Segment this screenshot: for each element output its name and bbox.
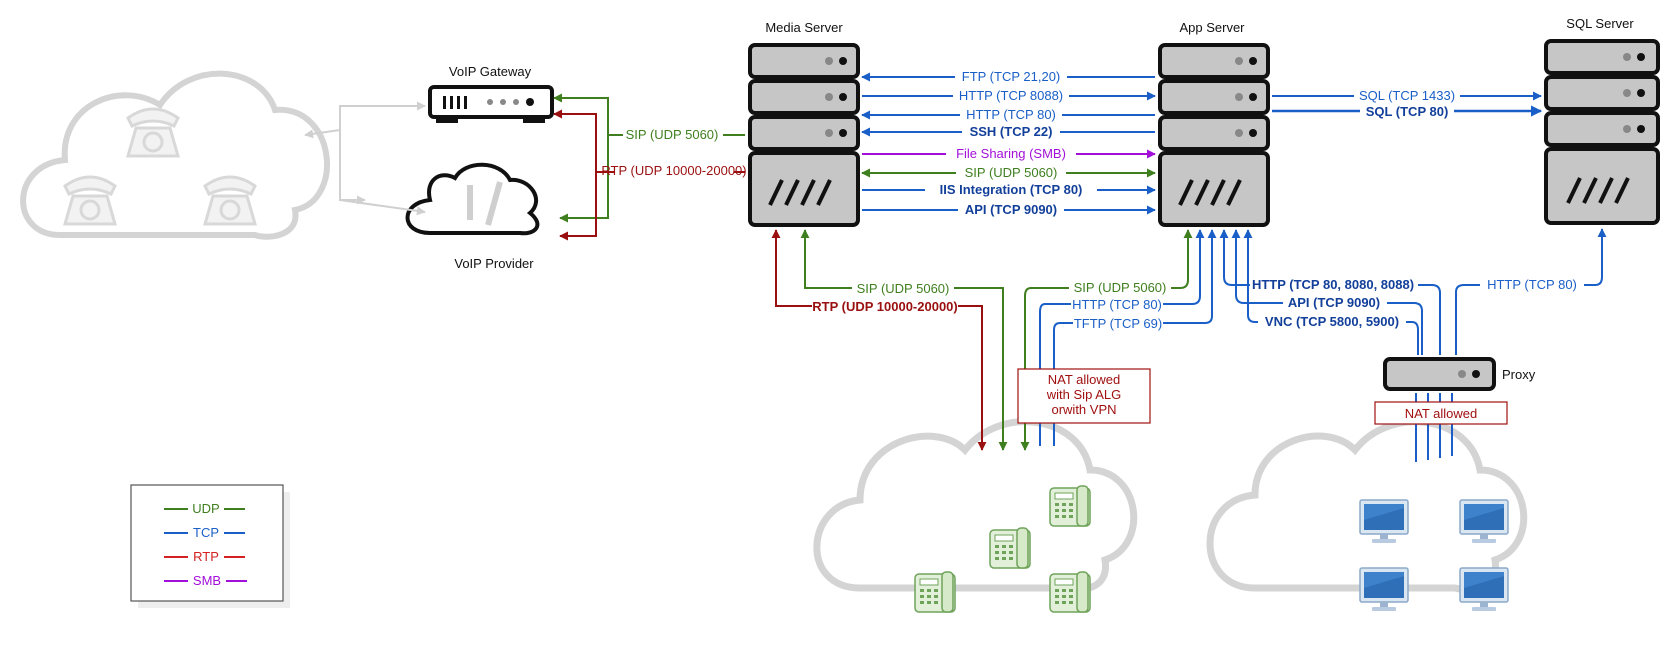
sql1433-label: SQL (TCP 1433) — [1359, 88, 1455, 103]
ms-rtp-link — [771, 229, 987, 451]
nat-sip-line-3: orwith VPN — [1051, 402, 1116, 417]
ip-phone-icon — [1049, 485, 1091, 527]
legend-udp: UDP — [192, 501, 219, 516]
pstn-connector — [339, 199, 426, 216]
ftp-label: FTP (TCP 21,20) — [962, 69, 1061, 84]
nat-proxy-note: NAT allowed — [1374, 401, 1508, 425]
ip-phone-icon — [989, 527, 1031, 569]
sql-http-label: HTTP (TCP 80) — [1487, 277, 1577, 292]
legend-tcp: TCP — [193, 525, 219, 540]
voip-gateway-title: VoIP Gateway — [449, 64, 532, 79]
api-label: API (TCP 9090) — [965, 202, 1057, 217]
media-server-title: Media Server — [765, 20, 843, 35]
legend: UDP TCP RTP SMB — [130, 484, 290, 608]
legend-smb: SMB — [193, 573, 221, 588]
pc-api-link — [1231, 229, 1423, 355]
ip-phone-icon — [1049, 571, 1091, 613]
as-sip-label: SIP (UDP 5060) — [1074, 280, 1167, 295]
pstn-connector — [339, 105, 366, 205]
proxy-device — [1383, 357, 1496, 391]
proxy-title: Proxy — [1502, 367, 1536, 382]
ms-sip-link — [800, 229, 1008, 451]
ip-phone-icon — [914, 571, 956, 613]
nat-sip-note: NAT allowed with Sip ALG orwith VPN — [1017, 368, 1151, 424]
sql-server-device — [1544, 39, 1660, 225]
gw-sip-label: SIP (UDP 5060) — [626, 127, 719, 142]
pstn-connector — [304, 129, 341, 139]
pc-http-link — [1219, 229, 1441, 355]
smb-label: File Sharing (SMB) — [956, 146, 1066, 161]
nat-sip-line-2: with Sip ALG — [1046, 387, 1121, 402]
gw-rtp-link-provider — [559, 172, 597, 241]
legacy-phone-icon — [126, 107, 180, 158]
pc-vnc-label: VNC (TCP 5800, 5900) — [1265, 314, 1399, 329]
voip-gateway-device — [428, 85, 554, 123]
monitor-icon — [1359, 567, 1409, 612]
http8088-label: HTTP (TCP 8088) — [959, 88, 1063, 103]
pc-http-label: HTTP (TCP 80, 8080, 8088) — [1252, 277, 1414, 292]
legacy-phone-icon — [203, 175, 257, 226]
local-phones-cloud — [813, 418, 1138, 594]
legend-rtp: RTP — [193, 549, 219, 564]
iis-label: IIS Integration (TCP 80) — [940, 182, 1083, 197]
voip-provider-title: VoIP Provider — [454, 256, 534, 271]
ms-sip-label: SIP (UDP 5060) — [857, 281, 950, 296]
app-server-device — [1158, 43, 1270, 227]
app-server-title: App Server — [1179, 20, 1245, 35]
media-server-device — [748, 43, 860, 227]
pc-api-label: API (TCP 9090) — [1288, 295, 1380, 310]
gw-sip-link-provider — [559, 135, 609, 223]
http80-label: HTTP (TCP 80) — [966, 107, 1056, 122]
monitor-icon — [1459, 567, 1509, 612]
sip-label: SIP (UDP 5060) — [965, 165, 1058, 180]
pc-vnc-link — [1243, 229, 1419, 355]
as-http-label: HTTP (TCP 80) — [1072, 297, 1162, 312]
legacy-phone-icon — [63, 175, 117, 226]
ms-rtp-label: RTP (UDP 10000-20000) — [812, 299, 958, 314]
provider-cloud-shade — [467, 181, 503, 226]
as-tftp-label: TFTP (TCP 69) — [1074, 316, 1162, 331]
nat-sip-line-1: NAT allowed — [1048, 372, 1121, 387]
sql-server-title: SQL Server — [1566, 16, 1634, 31]
nat-proxy-text: NAT allowed — [1405, 406, 1478, 421]
ssh-label: SSH (TCP 22) — [970, 124, 1053, 139]
gw-rtp-label: RTP (UDP 10000-20000) — [601, 163, 746, 178]
sql80-label: SQL (TCP 80) — [1366, 104, 1449, 119]
